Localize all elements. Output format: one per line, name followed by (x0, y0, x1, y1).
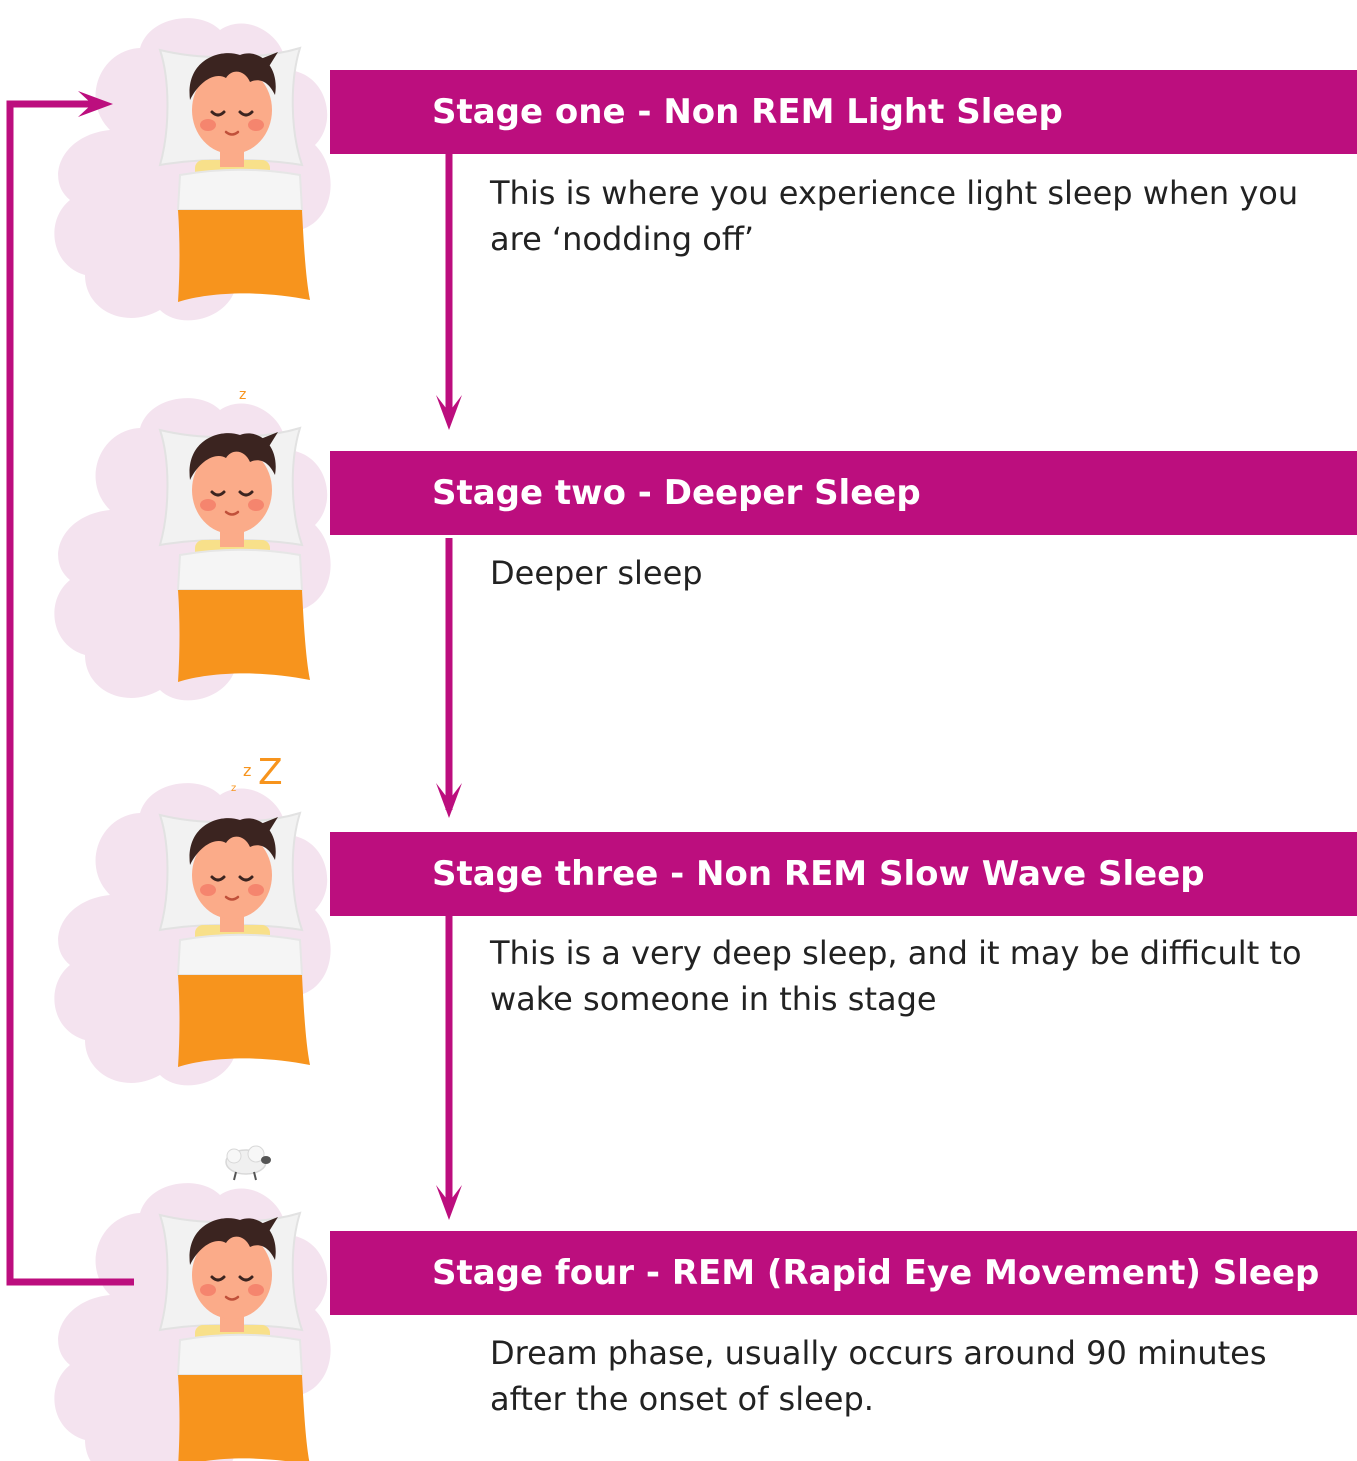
sleeper-stage-four (52, 1181, 333, 1461)
stage-two-banner (330, 451, 1357, 535)
snore-z-icon: z (231, 783, 236, 794)
arrow-stage-two-to-three (436, 538, 462, 818)
stage-two-title: Stage two - Deeper Sleep (432, 473, 921, 513)
stage-three-title: Stage three - Non REM Slow Wave Sleep (432, 854, 1205, 894)
stage-one-banner (330, 70, 1357, 154)
stage-one-title: Stage one - Non REM Light Sleep (432, 92, 1063, 132)
sleeper-stage-two (52, 396, 333, 702)
arrow-stage-one-to-two (436, 154, 462, 430)
sleeper-stage-one (52, 16, 333, 322)
stage-four-banner (330, 1231, 1357, 1315)
stage-four-description: Dream phase, usually occurs around 90 mi… (490, 1334, 1267, 1418)
snore-big-z-icon: Z (258, 752, 283, 793)
stage-four-title: Stage four - REM (Rapid Eye Movement) Sl… (432, 1253, 1320, 1293)
stage-three-banner (330, 832, 1357, 916)
sleeper-stage-three (52, 781, 333, 1087)
arrow-stage-three-to-four (436, 916, 462, 1220)
stage-one-description: This is where you experience light sleep… (490, 174, 1299, 258)
sheep-icon (225, 1145, 271, 1181)
stage-two-description: Deeper sleep (490, 554, 703, 592)
snore-z-icon: z (239, 387, 246, 403)
stage-three-description: This is a very deep sleep, and it may be… (490, 934, 1302, 1018)
arrow-loop-back (6, 91, 134, 1286)
snore-z-icon: z (243, 761, 251, 780)
